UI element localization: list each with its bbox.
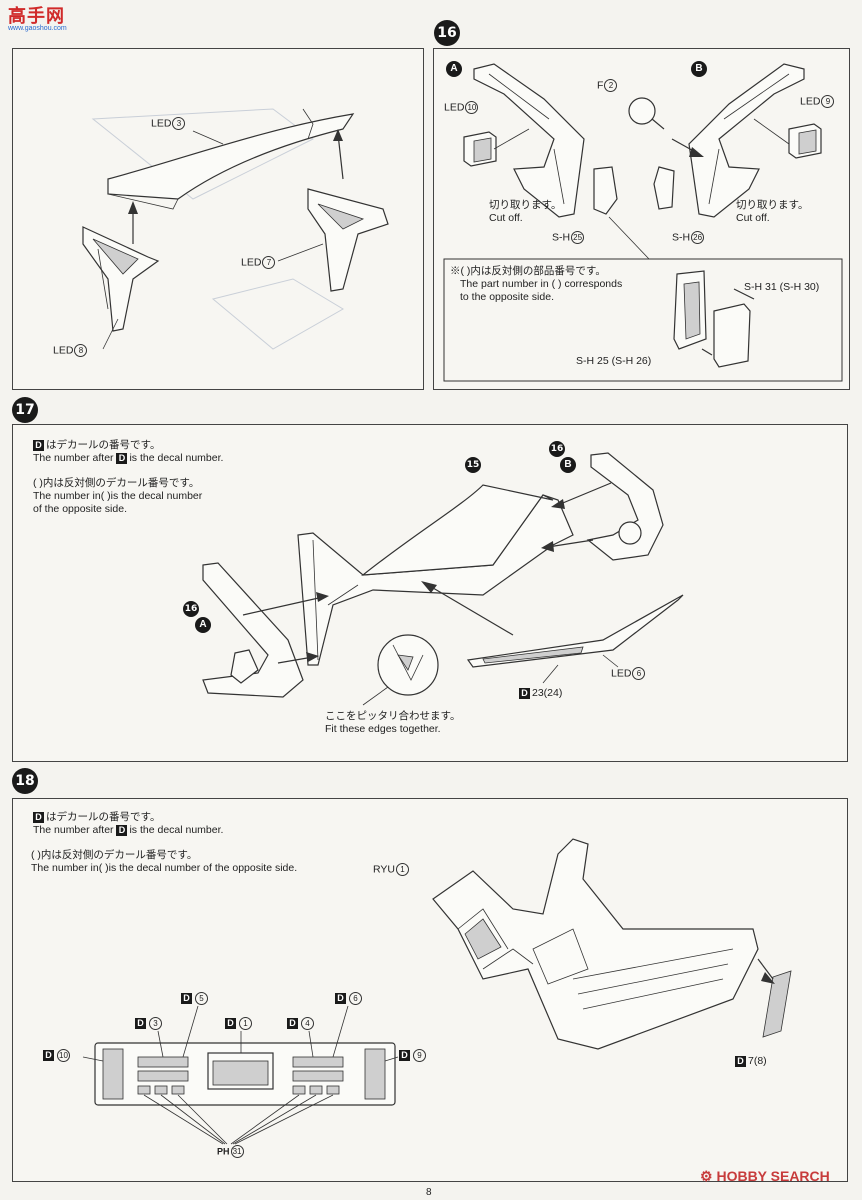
opposite-decal-note-18: ( )内は反対側のデカール番号です。 The number in( )is th… (31, 849, 298, 874)
marker-a: A (446, 61, 462, 77)
step-16-drawing (443, 63, 843, 382)
page-number: 8 (426, 1187, 432, 1198)
ref-part-15: 15 (465, 457, 481, 473)
marker-b-17: B (560, 457, 576, 473)
step-18-number: 18 (12, 768, 38, 794)
site-logo: 高手网 www.gaoshou.com (8, 2, 78, 32)
label-sh25-sh26: S-H 25 (S-H 26) (576, 355, 652, 367)
logo-text: 高手网 (8, 6, 65, 27)
step-15-drawing (82, 108, 389, 350)
watermark-icon: ⚙ (700, 1168, 713, 1184)
cut-note-left: 切り取ります。 Cut off. (489, 199, 562, 224)
step-18-drawing (82, 838, 792, 1145)
watermark: ⚙ HOBBY SEARCH (700, 1168, 830, 1184)
logo-subtext: www.gaoshou.com (8, 25, 67, 32)
cut-note-right: 切り取ります。 Cut off. (736, 199, 809, 224)
step-17-number: 17 (12, 397, 38, 423)
marker-a-17: A (195, 617, 211, 633)
step-17-drawing (202, 452, 684, 706)
fit-edges-note: ここをピッタリ合わせます。 Fit these edges together. (325, 710, 461, 735)
label-sh31-sh30: S-H 31 (S-H 30) (744, 281, 820, 293)
opposite-decal-note: ( )内は反対側のデカール番号です。 The number in( )is th… (33, 477, 203, 515)
opposite-side-note: ※( )内は反対側の部品番号です。 The part number in ( )… (450, 265, 623, 303)
marker-b: B (691, 61, 707, 77)
ref-step-16-a: 16 (183, 601, 199, 617)
step-16-number: 16 (434, 20, 460, 46)
ref-step-16-b: 16 (549, 441, 565, 457)
